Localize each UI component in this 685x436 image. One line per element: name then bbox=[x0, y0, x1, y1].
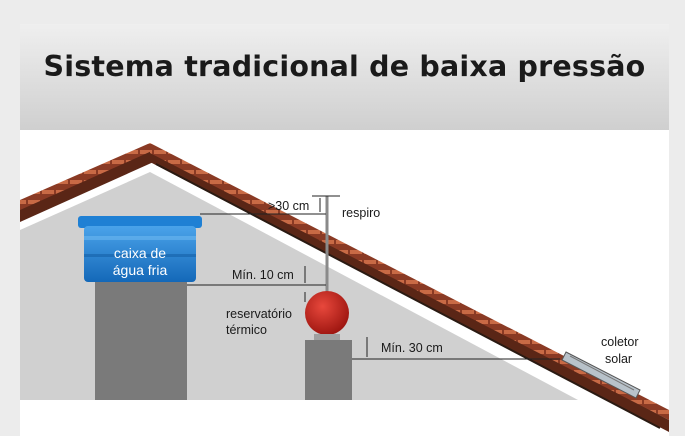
collector-label-line1: coletor bbox=[601, 335, 639, 349]
title-band: Sistema tradicional de baixa pressão bbox=[20, 24, 669, 130]
tank-pillar bbox=[95, 282, 187, 400]
page-title: Sistema tradicional de baixa pressão bbox=[43, 50, 646, 83]
vent-label: respiro bbox=[342, 206, 380, 220]
min-10-label: Mín. 10 cm bbox=[232, 268, 294, 282]
solar-collector bbox=[561, 351, 641, 399]
min-30-label: Mín. 30 cm bbox=[381, 341, 443, 355]
reservoir-label-line1: reservatório bbox=[226, 307, 292, 321]
roof-left bbox=[20, 143, 158, 222]
dimension-lines bbox=[187, 195, 560, 360]
roof-right bbox=[150, 143, 669, 432]
tank-label-line2: água fria bbox=[113, 262, 168, 278]
reservoir-pillar bbox=[305, 340, 352, 400]
gap-30-label: >30 cm bbox=[268, 199, 309, 213]
cold-water-tank: caixa de água fria bbox=[78, 216, 202, 282]
tank-label-line1: caixa de bbox=[114, 245, 166, 261]
thermal-reservoir bbox=[305, 291, 349, 340]
collector-label-line2: solar bbox=[605, 352, 632, 366]
reservoir-label-line2: térmico bbox=[226, 323, 267, 337]
